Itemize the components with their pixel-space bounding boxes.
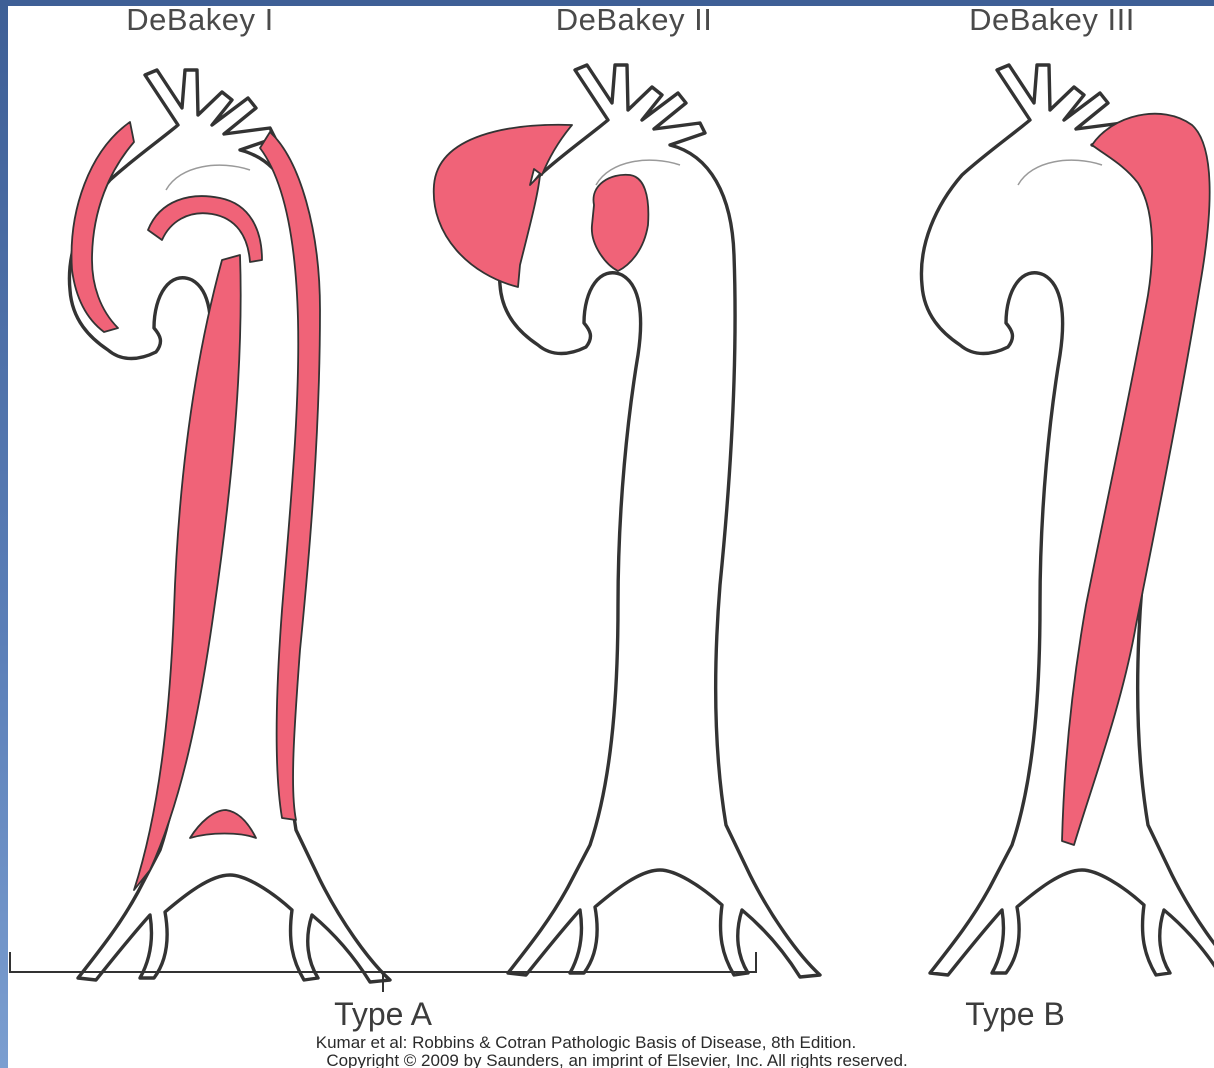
panel-title-debakey-1: DeBakey I — [126, 2, 274, 37]
citation-line-2: Copyright © 2009 by Saunders, an imprint… — [326, 1051, 907, 1068]
aorta-debakey-2 — [434, 65, 820, 977]
citation-line-1: Kumar et al: Robbins & Cotran Pathologic… — [316, 1033, 857, 1052]
type-a-bracket — [10, 952, 756, 992]
panel-title-debakey-3: DeBakey III — [969, 2, 1135, 37]
panel-title-debakey-2: DeBakey II — [556, 2, 713, 37]
aorta-debakey-1 — [69, 70, 390, 982]
aorta-debakey-3 — [921, 65, 1214, 977]
type-b-label: Type B — [965, 996, 1065, 1032]
type-a-label: Type A — [334, 996, 433, 1032]
